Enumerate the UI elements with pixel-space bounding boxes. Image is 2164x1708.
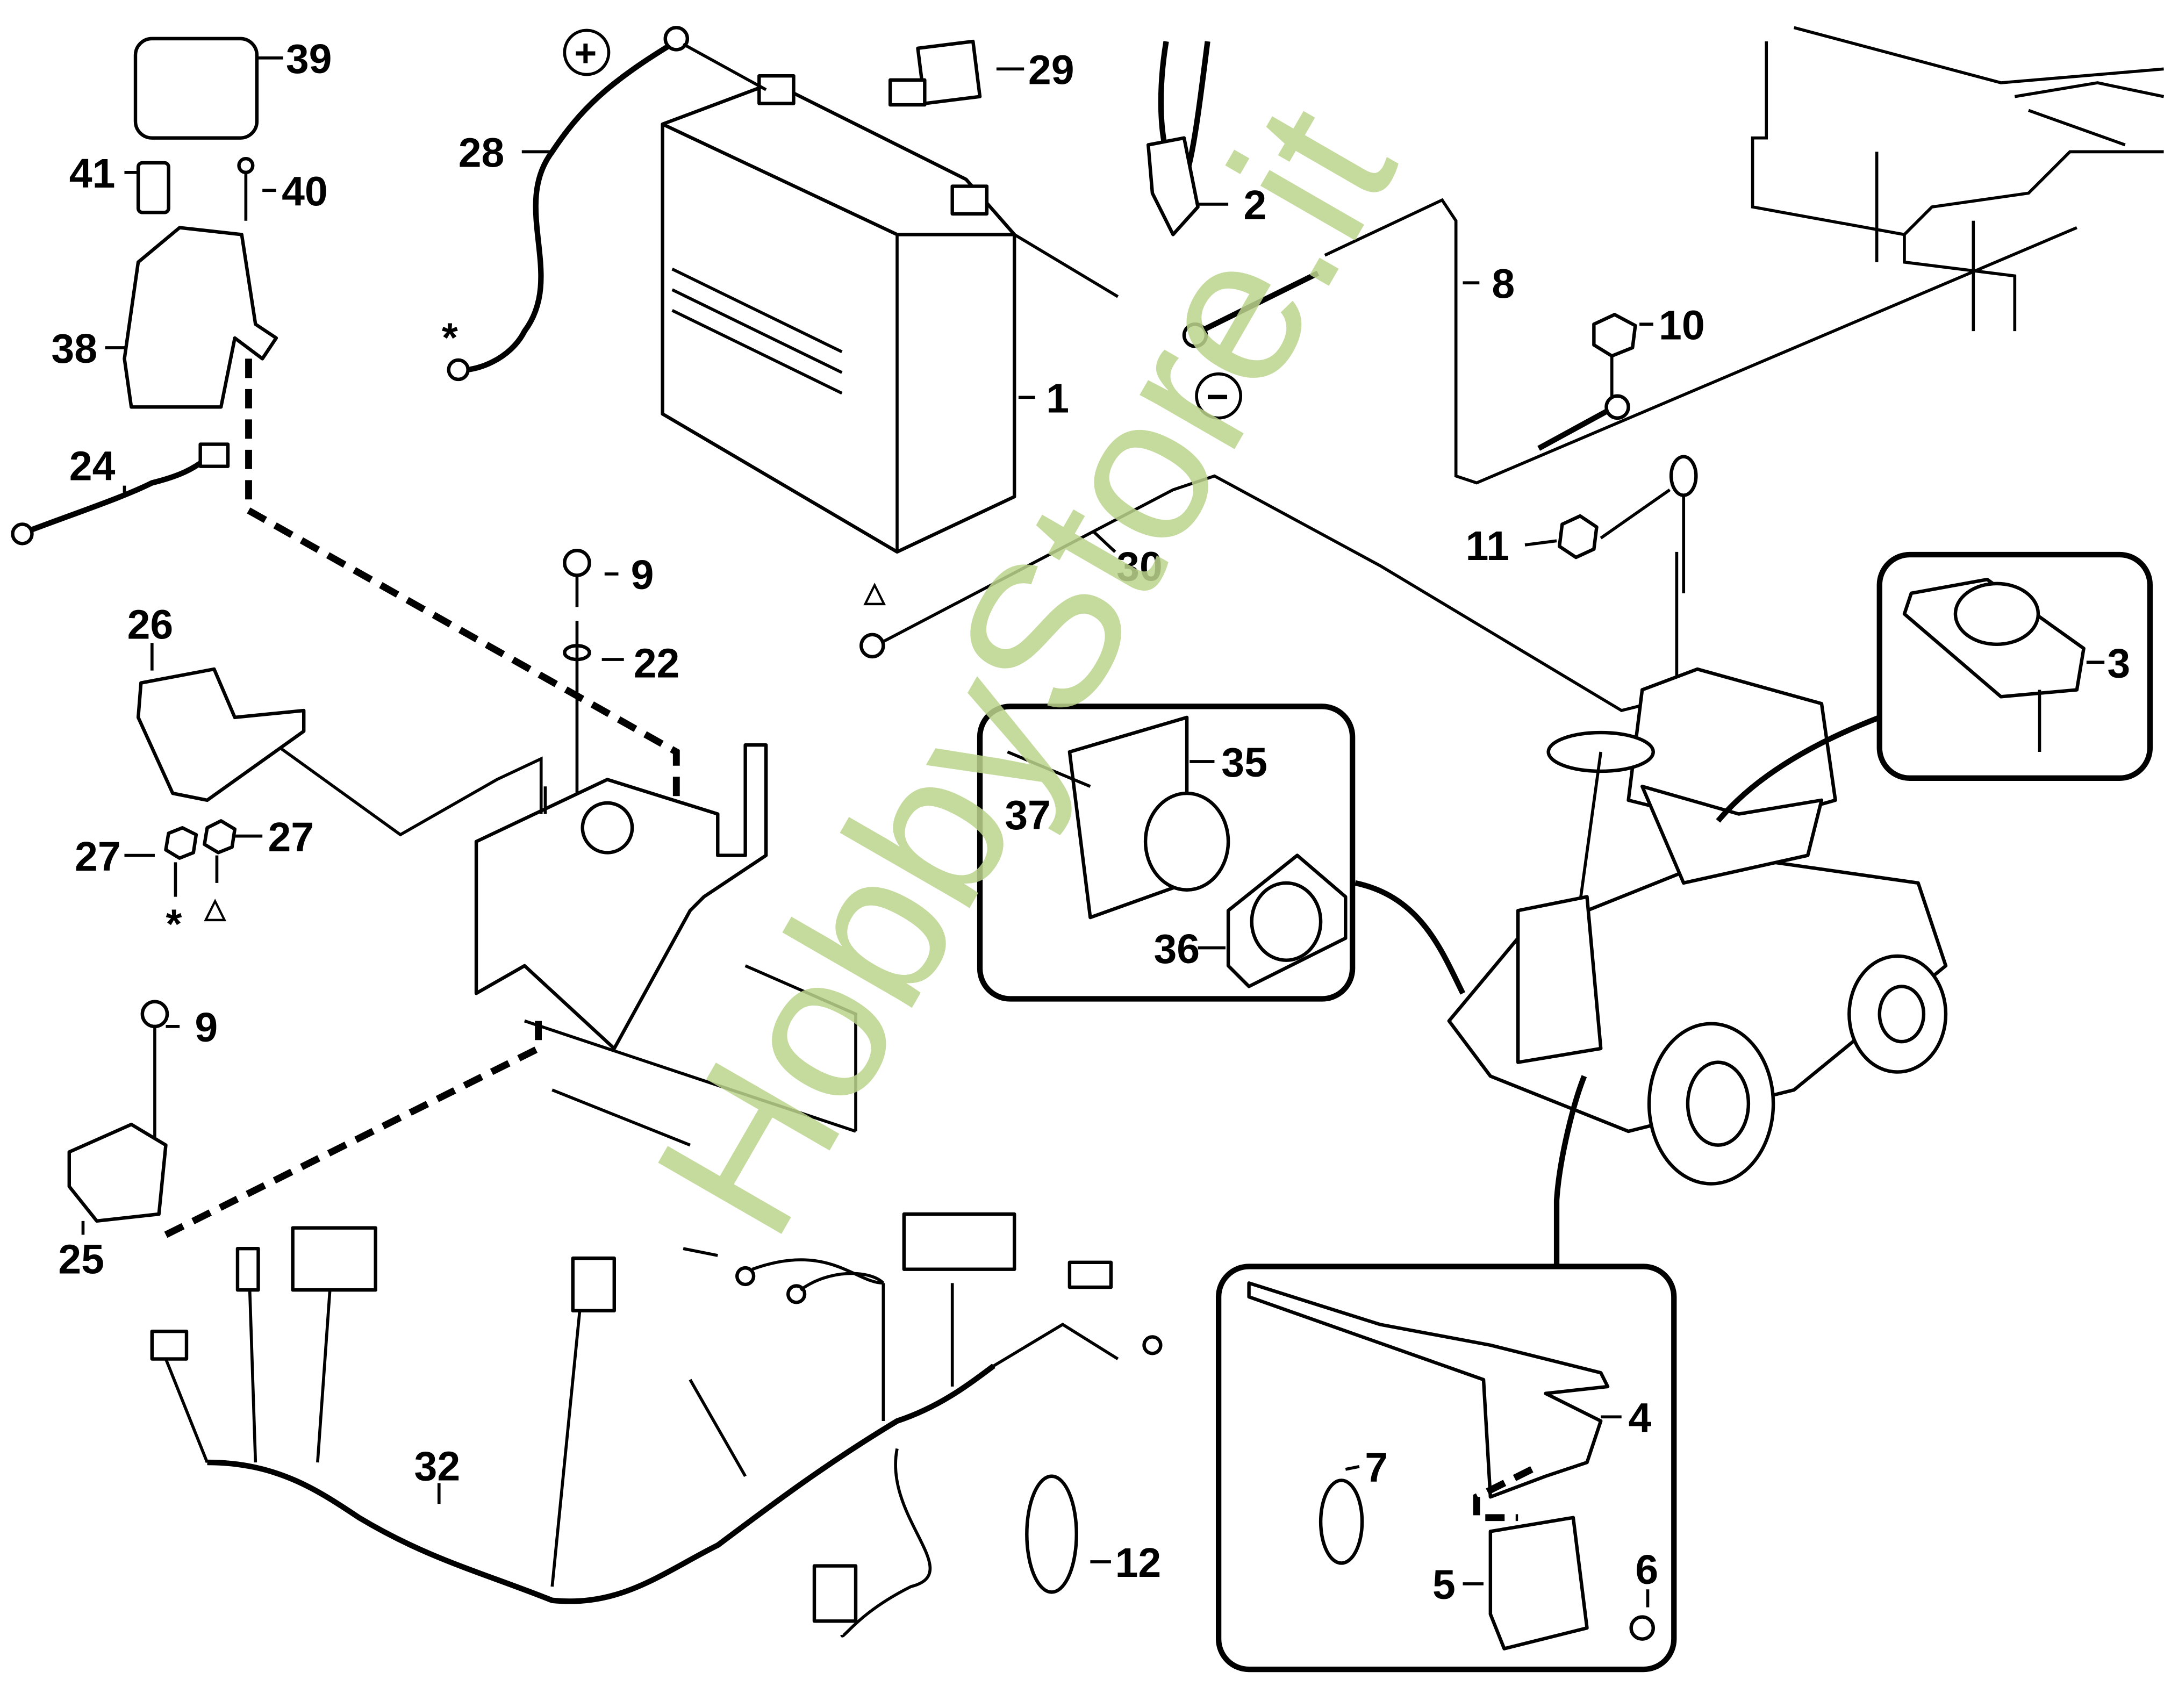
callout-37: 37: [1005, 792, 1051, 838]
minus-icon: −: [1206, 375, 1229, 418]
callout-star-1: *: [442, 315, 458, 361]
callout-6: 6: [1635, 1547, 1658, 1593]
callout-12: 12: [1115, 1540, 1162, 1586]
callout-24: 24: [69, 443, 116, 489]
fuse-holder: [123, 226, 278, 409]
callout-22: 22: [634, 640, 680, 686]
ride-on-mower: [1447, 667, 1948, 1186]
brake-switch-inset: [1216, 1264, 1677, 1673]
seat-switch-inset: [1876, 551, 2153, 781]
callout-29: 29: [1028, 47, 1074, 94]
callout-40: 40: [282, 168, 328, 214]
callout-9-bottom: 9: [195, 1004, 218, 1051]
triangle-icon: △: [203, 893, 226, 923]
callout-25: 25: [58, 1236, 104, 1282]
callout-36: 36: [1153, 926, 1200, 972]
fuse-box-cover: [133, 37, 259, 140]
callout-5: 5: [1432, 1562, 1456, 1608]
callout-27-left: 27: [75, 834, 121, 880]
callout-26: 26: [127, 602, 174, 648]
callout-8: 8: [1492, 261, 1515, 307]
callout-11: 11: [1466, 523, 1509, 569]
callout-3: 3: [2107, 640, 2130, 686]
callout-9-top: 9: [631, 552, 654, 598]
chassis-bracket: [474, 743, 768, 1051]
callout-7: 7: [1365, 1445, 1388, 1491]
callout-41: 41: [69, 150, 116, 197]
callout-1: 1: [1046, 376, 1069, 422]
callout-labels: 39 29 28 41 40 2 8 10 38 * 1 24 11 30 9 …: [51, 36, 2130, 1608]
callout-38: 38: [51, 326, 97, 372]
callout-32: 32: [414, 1443, 461, 1489]
wiring-harness: [150, 1212, 1163, 1638]
callout-28: 28: [458, 130, 505, 176]
callout-30: 30: [1116, 544, 1163, 590]
callout-10: 10: [1659, 302, 1705, 348]
callout-27-right: 27: [268, 814, 314, 860]
plus-icon: +: [574, 32, 597, 75]
callout-35: 35: [1221, 740, 1267, 786]
battery: [661, 74, 1016, 554]
triangle-icon: △: [863, 577, 886, 607]
callout-39: 39: [286, 36, 332, 82]
callout-4: 4: [1629, 1395, 1652, 1441]
ignition-inset: [977, 704, 1356, 1002]
callout-star-2: *: [166, 901, 182, 948]
callout-2: 2: [1243, 182, 1266, 228]
positive-cable: [455, 39, 678, 373]
